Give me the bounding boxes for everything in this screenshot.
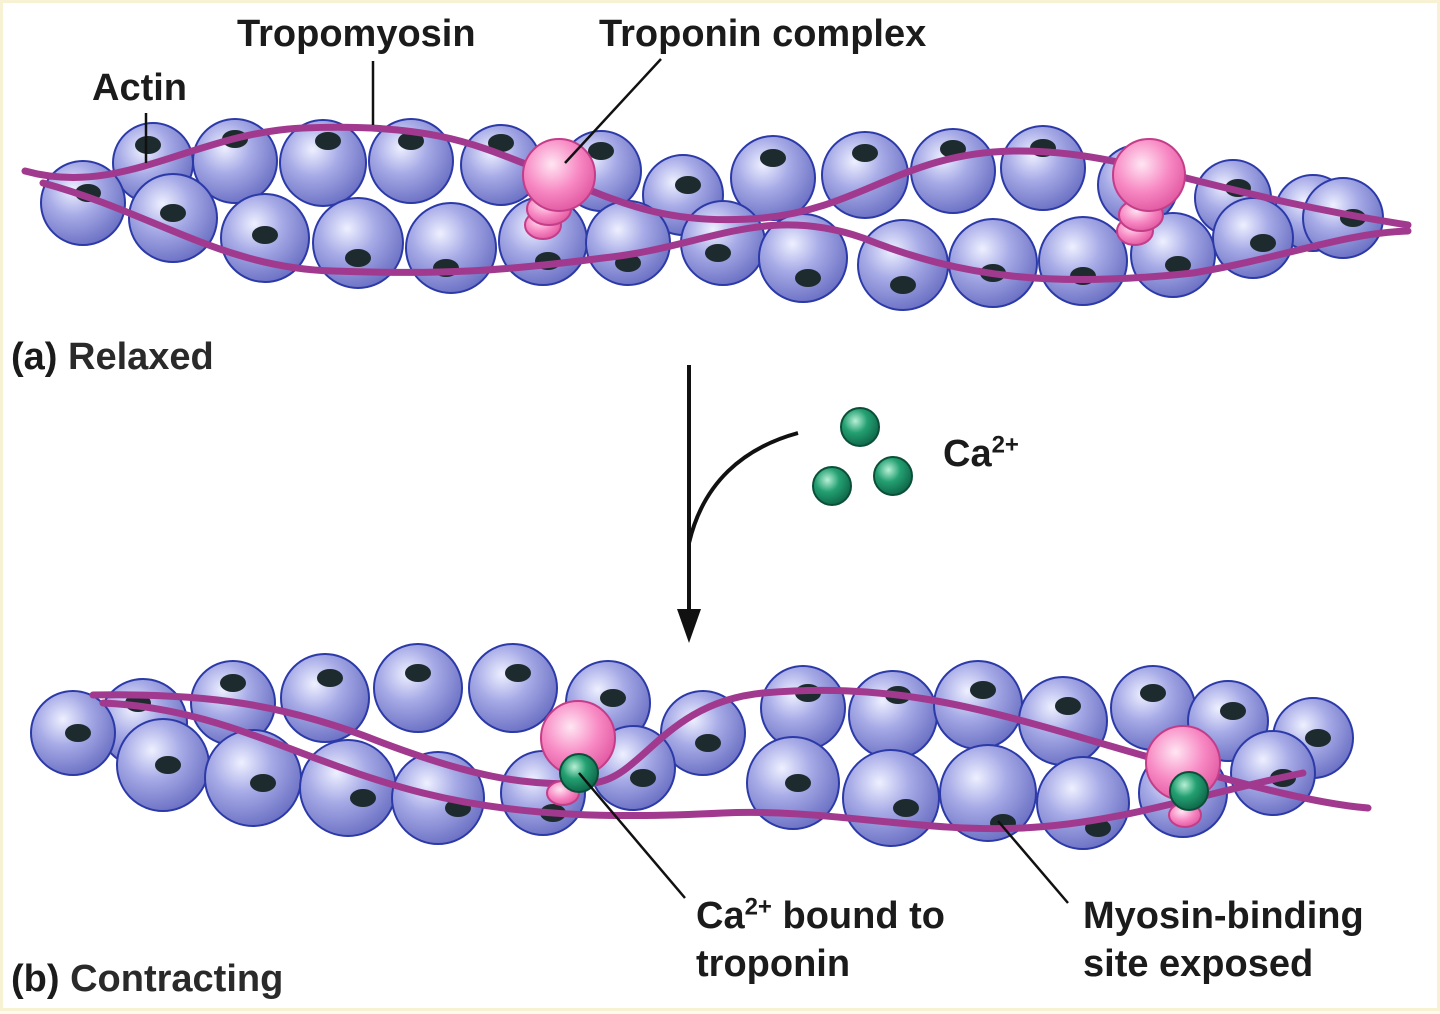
troponin-complex-label: Troponin complex: [599, 13, 927, 55]
tropomyosin-strand-shifted-front: [89, 686, 1372, 812]
tropomyosin-strand-rear: [39, 179, 1412, 284]
panel-b-caption: (b) Contracting: [11, 956, 283, 1002]
ca-bound-text: bound to: [771, 895, 946, 937]
myosin-binding-site: [405, 664, 431, 682]
myosin-binding-site: [1220, 702, 1246, 720]
myosin-binding-site: [890, 276, 916, 294]
myosin-binding-site: [317, 669, 343, 687]
myosin-binding-site: [1055, 697, 1081, 715]
ca-bound-charge: 2+: [744, 893, 772, 921]
myosin-binding-site: [345, 249, 371, 267]
myosin-binding-site: [315, 132, 341, 150]
calcium-ion-2: [812, 466, 852, 506]
actin-monomer: [1000, 125, 1086, 211]
ca-bound-symbol: Ca: [696, 895, 745, 937]
myosin-binding-site: [695, 734, 721, 752]
troponin-complex-leader: [564, 58, 662, 164]
myosin-binding-site: [1140, 684, 1166, 702]
myosin-binding-site: [160, 204, 186, 222]
myosin-binding-site: [252, 226, 278, 244]
troponin-complex-contracting-2: [1145, 725, 1221, 828]
thin-filament-diagram: [21, 58, 1412, 904]
myosin-binding-site: [675, 176, 701, 194]
calcium-ion-1: [840, 407, 880, 447]
calcium-transition-arrow: [687, 365, 799, 620]
myosin-binding-site: [350, 789, 376, 807]
myosin-binding-site: [600, 689, 626, 707]
actin-monomer: [368, 118, 454, 204]
myosin-binding-site: [705, 244, 731, 262]
calcium-ion-bound-2: [1169, 771, 1209, 811]
panel-a-caption: (a) Relaxed: [11, 334, 214, 380]
contracting-tropomyosin: [89, 686, 1372, 833]
myosin-binding-site: [795, 269, 821, 287]
actin-monomer: [660, 690, 746, 776]
tropomyosin-label: Tropomyosin: [237, 13, 476, 55]
myosin-binding-site: [970, 681, 996, 699]
tropomyosin-strand-shifted-rear: [99, 699, 1307, 833]
myosin-binding-site: [785, 774, 811, 792]
leader-lines: [144, 58, 1069, 904]
myosin-binding-site: [852, 144, 878, 162]
actin-label: Actin: [92, 67, 187, 109]
myosin-binding-site: [505, 664, 531, 682]
arrow-tip-icon: [677, 609, 701, 643]
myosin-binding-site: [135, 136, 161, 154]
myosin-binding-site: [1250, 234, 1276, 252]
actin-monomer: [1038, 216, 1128, 306]
actin-monomer: [280, 653, 370, 743]
myosin-binding-site: [1165, 256, 1191, 274]
actin-monomer: [192, 118, 278, 204]
ca-bound-label-line2: troponin: [696, 943, 851, 985]
myosin-site-label-line2: site exposed: [1083, 943, 1314, 985]
ca-bound-leader: [578, 772, 686, 899]
myosin-binding-site: [893, 799, 919, 817]
calcium-ion-3: [873, 456, 913, 496]
myosin-binding-site: [488, 134, 514, 152]
actin-monomer: [279, 119, 367, 207]
tropomyosin-strand-front: [21, 123, 1412, 229]
panel-b-name: Contracting: [70, 958, 284, 1000]
actin-monomer: [312, 197, 404, 289]
myosin-binding-site: [1305, 729, 1331, 747]
myosin-site-leader: [997, 820, 1069, 904]
troponin-complex-relaxed-1: [522, 138, 596, 240]
calcium-charge: 2+: [991, 431, 1019, 459]
panel-a-name: Relaxed: [68, 336, 214, 378]
ca-bound-label-line1: Ca2+ bound to: [696, 893, 945, 939]
actin-monomer: [405, 202, 497, 294]
free-calcium-ions: [812, 407, 913, 506]
myosin-binding-site: [65, 724, 91, 742]
panel-a-tag: (a): [11, 336, 58, 378]
actin-monomer: [40, 160, 126, 246]
actin-monomer: [1036, 756, 1130, 850]
myosin-binding-site: [760, 149, 786, 167]
panel-b-tag: (b): [11, 958, 60, 1000]
myosin-binding-site: [155, 756, 181, 774]
myosin-binding-site: [220, 674, 246, 692]
calcium-symbol: Ca: [943, 433, 992, 475]
myosin-binding-site: [250, 774, 276, 792]
myosin-site-label-line1: Myosin-binding: [1083, 895, 1364, 937]
actin-monomer: [373, 643, 463, 733]
myosin-binding-site: [630, 769, 656, 787]
relaxed-tropomyosin: [21, 123, 1412, 284]
actin-monomer: [842, 749, 940, 847]
calcium-label: Ca2+: [943, 431, 1019, 477]
actin-monomer: [848, 670, 938, 760]
myosin-binding-site: [398, 132, 424, 150]
troponin-complex-relaxed-2: [1112, 138, 1186, 246]
actin-monomer: [948, 218, 1038, 308]
actin-monomer: [468, 643, 558, 733]
myosin-binding-site: [588, 142, 614, 160]
relaxed-actin-filament: [40, 118, 1384, 311]
contracting-actin-filament: [30, 643, 1354, 850]
